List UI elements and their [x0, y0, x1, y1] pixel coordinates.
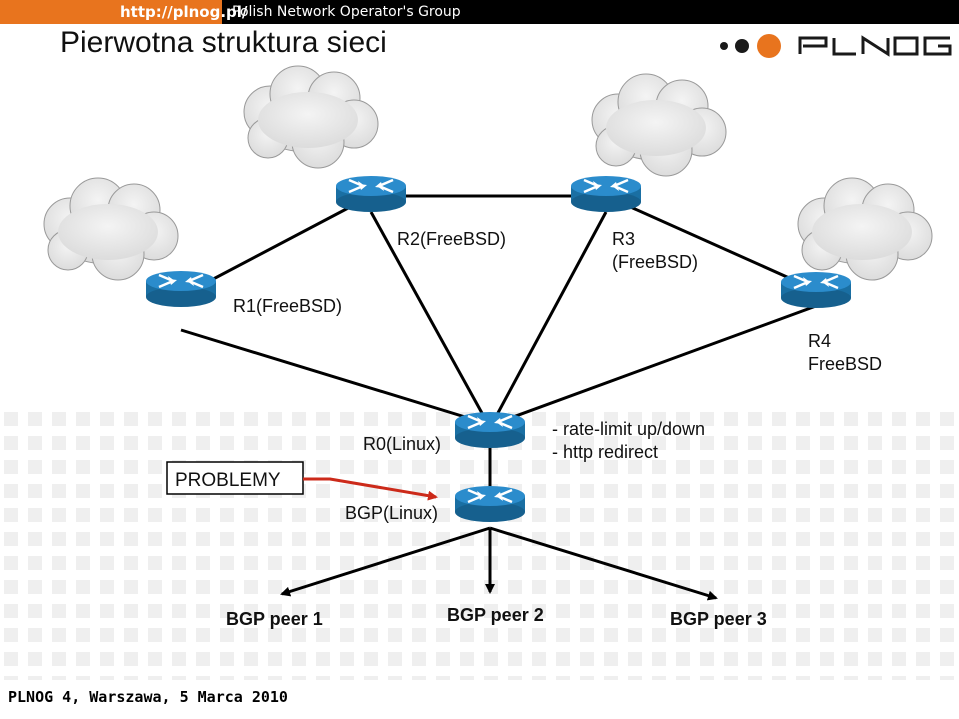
- footer-text: PLNOG 4, Warszawa, 5 Marca 2010: [8, 688, 288, 706]
- link-r4-r0: [493, 304, 817, 426]
- note-rate-limit: - rate-limit up/down: [552, 419, 705, 439]
- label-r1: R1(FreeBSD): [233, 296, 342, 316]
- header-bar: http://plnog.pl/ Polish Network Operator…: [0, 0, 959, 24]
- label-peer-1: BGP peer 1: [226, 609, 323, 629]
- label-r0: R0(Linux): [363, 434, 441, 454]
- link-r3-r4: [605, 194, 817, 292]
- label-r4-line2: FreeBSD: [808, 354, 882, 374]
- cloud-icon: [43, 177, 179, 281]
- link-r3-r0: [490, 211, 608, 425]
- label-peer-2: BGP peer 2: [447, 605, 544, 625]
- header-org: Polish Network Operator's Group: [232, 4, 461, 20]
- cloud-icon: [591, 73, 727, 177]
- router-icon-r2: [334, 174, 408, 214]
- router-icon-r3: [569, 174, 643, 214]
- cloud-icon: [243, 65, 379, 169]
- label-bgp: BGP(Linux): [345, 503, 438, 523]
- link-bgp-peer1: [280, 526, 491, 597]
- note-http-redirect: - http redirect: [552, 442, 658, 462]
- problem-label: PROBLEMY: [175, 470, 281, 491]
- header-url[interactable]: http://plnog.pl/: [0, 0, 247, 24]
- link-bgp-peer3: [489, 526, 718, 601]
- router-icon-r1: [144, 269, 218, 309]
- plnog-logo: [720, 34, 952, 58]
- router-icon-bgp: [453, 484, 527, 524]
- label-peer-3: BGP peer 3: [670, 609, 767, 629]
- router-icon-r4: [779, 270, 853, 310]
- label-r2: R2(FreeBSD): [397, 229, 506, 249]
- problem-arrow: [303, 477, 438, 501]
- label-r3-line1: R3: [612, 229, 635, 249]
- background-pattern: [0, 410, 959, 680]
- label-r4-line1: R4: [808, 331, 831, 351]
- problem-box: [166, 461, 304, 495]
- label-r3-line2: (FreeBSD): [612, 252, 698, 272]
- cloud-icon: [797, 177, 933, 281]
- link-r1-r0: [180, 328, 489, 426]
- link-r2-r0: [369, 211, 490, 425]
- page-title: Pierwotna struktura sieci: [60, 26, 387, 59]
- router-icon-r0: [453, 410, 527, 450]
